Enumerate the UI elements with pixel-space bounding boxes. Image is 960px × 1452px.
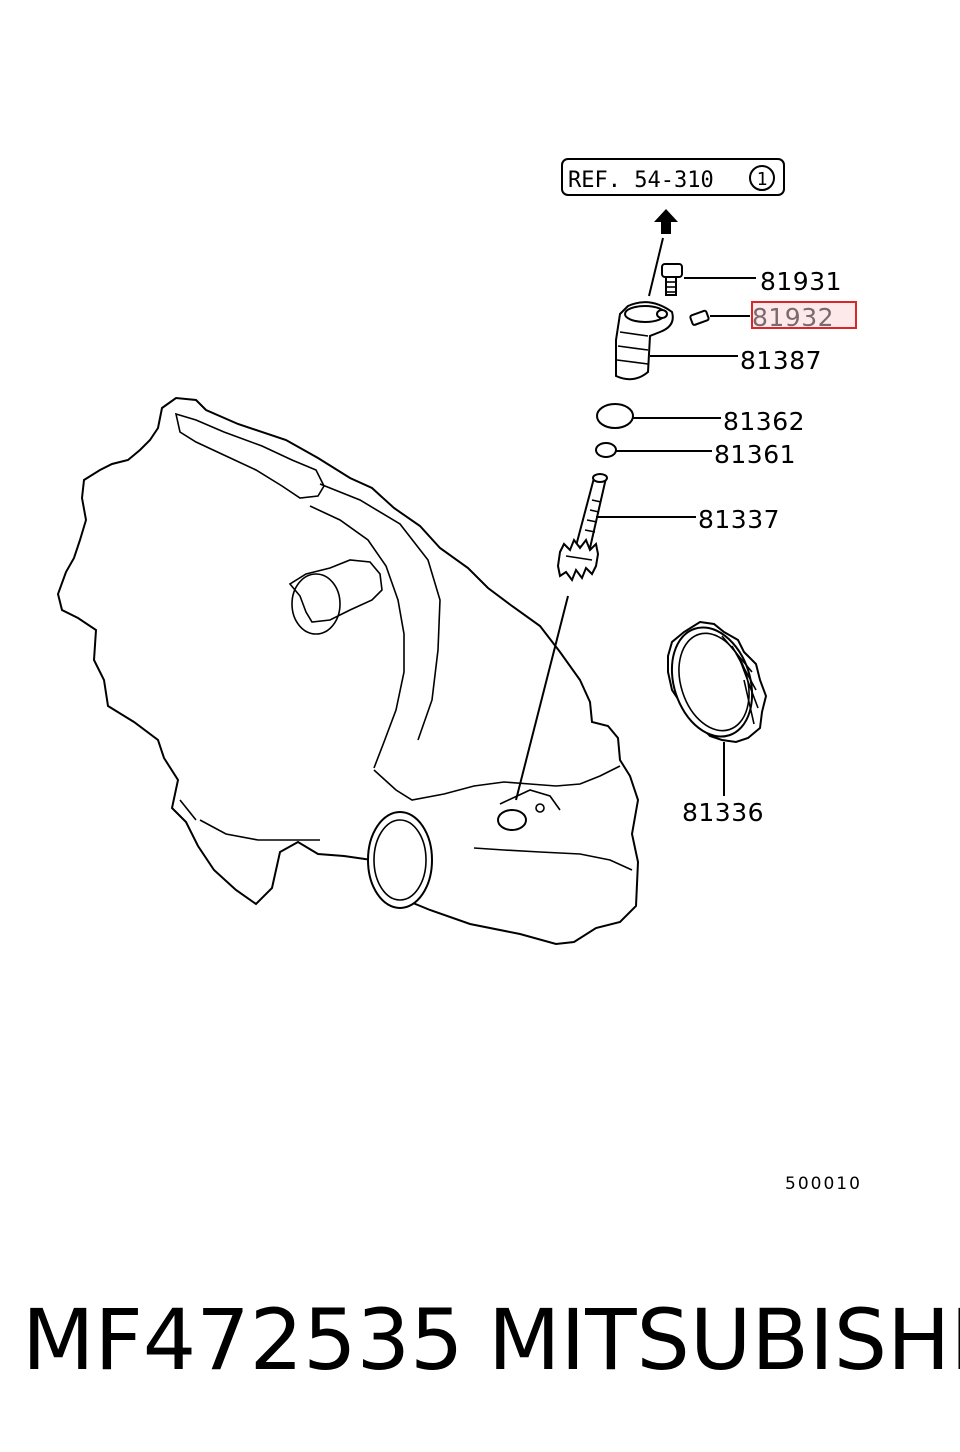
part-label-81362: 81362: [723, 407, 805, 436]
reference-circle-icon: [749, 165, 775, 191]
reference-box: REF. 54-310 1: [561, 158, 785, 196]
bolt-81931: [661, 263, 756, 296]
part-label-81361: 81361: [714, 440, 796, 469]
footer: MF472535 MITSUBISHI: [0, 1290, 960, 1390]
sleeve-81387: [615, 301, 738, 381]
reference-text: REF. 54-310: [568, 168, 714, 193]
part-label-81387: 81387: [740, 346, 822, 375]
transmission-case: [56, 396, 640, 946]
footer-brand: MITSUBISHI: [488, 1291, 960, 1389]
footer-part-number: MF472535: [22, 1291, 464, 1389]
o-ring-81361: [595, 442, 712, 458]
part-label-81337: 81337: [698, 505, 780, 534]
part-label-81932: 81932: [752, 303, 834, 332]
diagram-code: 500010: [785, 1174, 862, 1194]
leader-line: [515, 595, 569, 801]
part-label-81931: 81931: [760, 267, 842, 296]
driven-gear-81337: [556, 473, 696, 583]
pin-81932: [689, 309, 750, 326]
highlight-box: [751, 301, 857, 329]
reference-circle-number: 1: [757, 169, 768, 190]
o-ring-81362: [596, 403, 721, 429]
arrow-up-icon: [648, 209, 678, 297]
part-label-81336: 81336: [682, 798, 764, 827]
drive-gear-81336: [667, 620, 768, 796]
